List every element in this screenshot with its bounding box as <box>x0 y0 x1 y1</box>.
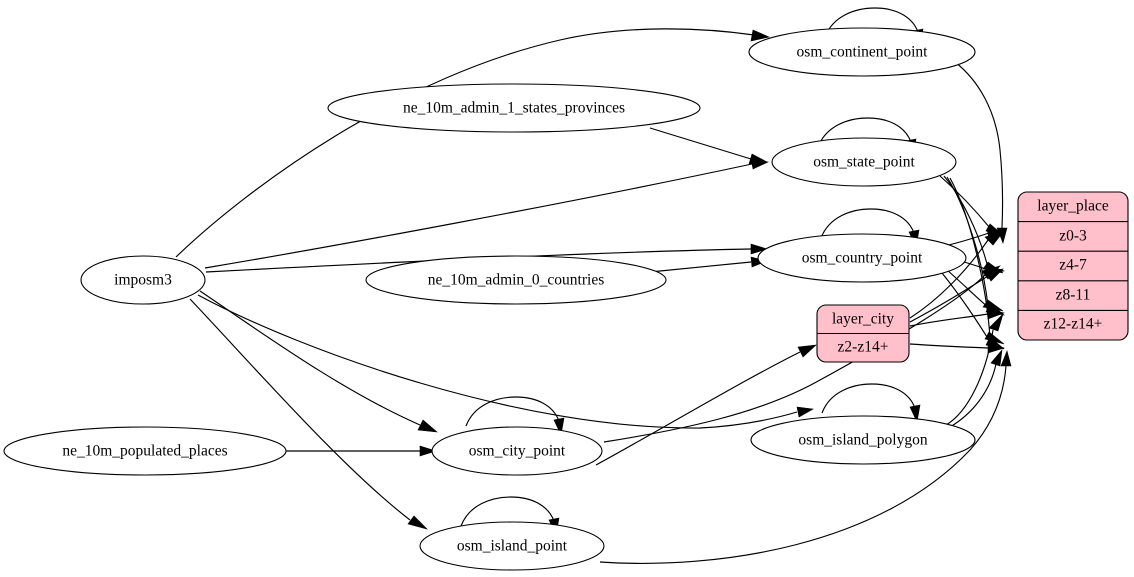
arrowhead <box>407 515 428 530</box>
node-osm-city-point-shape[interactable] <box>431 426 603 476</box>
node-osm-country-point-shape[interactable] <box>757 233 967 283</box>
arrowhead <box>981 265 1001 280</box>
node-ne-populated-shape[interactable] <box>3 426 287 476</box>
arrowhead <box>417 419 438 433</box>
edge-layer-city-to-layer-place-z8-11 <box>909 313 989 327</box>
edge-osm-country-point-to-layer-place-z8-11 <box>946 269 990 309</box>
edge-imposm3-to-osm-city-point <box>199 290 421 426</box>
edge-layer-city-to-layer-place-z0-3 <box>909 239 989 319</box>
arrowhead <box>990 349 1003 367</box>
edge-self-loop-osm-island-polygon <box>821 383 916 414</box>
edge-osm-state-point-to-layer-place-z8-11 <box>946 176 989 307</box>
node-osm-state-point[interactable]: osm_state_point <box>771 137 957 187</box>
edge-self-loop-osm-island-point <box>460 496 555 527</box>
arrowhead <box>796 406 814 418</box>
node-ne-10m-admin-1-states-provinces[interactable]: ne_10m_admin_1_states_provinces <box>327 83 701 133</box>
edge-osm-continent-point-to-layer-place-z0-3 <box>954 61 1004 229</box>
edge-osm-island-polygon-to-layer-place-z8-11 <box>945 329 994 426</box>
arrowhead <box>987 342 1006 354</box>
node-imposm3[interactable]: imposm3 <box>80 255 206 305</box>
edge-self-loop-osm-city-point <box>465 396 560 427</box>
node-ne-countries-shape[interactable] <box>365 255 667 305</box>
edge-osm-state-point-to-layer-place-z4-7 <box>943 175 989 269</box>
edge-imposm3-to-osm-continent-point <box>175 28 755 258</box>
node-layer-city[interactable]: layer_city z2-z14+ <box>816 304 910 363</box>
arrowhead <box>750 29 770 42</box>
edge-imposm3-to-osm-island-polygon <box>197 294 798 429</box>
node-osm-continent-point[interactable]: osm_continent_point <box>748 27 976 77</box>
arrowhead <box>984 231 1004 246</box>
edge-osm-country-point-to-layer-place-z12-z14 <box>941 272 991 343</box>
edge-osm-country-point-to-layer-place-z0-3 <box>943 232 990 247</box>
arrowhead <box>750 243 769 255</box>
arrowhead <box>748 153 768 165</box>
node-osm-state-point-shape[interactable] <box>771 137 957 187</box>
edge-self-loop-osm-continent-point <box>824 7 919 38</box>
edge-osm-city-point-to-layer-place-z12-z14 <box>603 274 986 443</box>
node-osm-island-polygon[interactable]: osm_island_polygon <box>750 415 976 465</box>
edge-self-loop-osm-state-point <box>817 117 912 148</box>
arrowhead <box>988 313 1004 332</box>
arrowhead <box>986 308 1006 320</box>
node-layer-place[interactable]: layer_place z0-3 z4-7 z8-11 z12-z14+ <box>1017 191 1129 341</box>
edge-osm-state-point-to-layer-place-z0-3 <box>939 175 991 229</box>
edge-imposm3-to-osm-state-point <box>204 163 753 269</box>
node-ne-states-shape[interactable] <box>327 83 701 133</box>
edge-layer-city-to-layer-place-z4-7 <box>909 275 989 323</box>
arrowhead <box>419 445 438 457</box>
node-layer: imposm3 ne_10m_admin_1_states_provinces … <box>3 27 1129 571</box>
node-osm-island-point-shape[interactable] <box>419 521 605 571</box>
node-osm-island-point[interactable]: osm_island_point <box>419 521 605 571</box>
node-osm-country-point[interactable]: osm_country_point <box>757 233 967 283</box>
edge-self-loop-osm-country-point <box>820 208 915 239</box>
edge-layer <box>175 7 1012 564</box>
node-osm-continent-point-shape[interactable] <box>748 27 976 77</box>
edge-into-layer-city <box>595 351 801 466</box>
edge-ne-countries-to-osm-country-point <box>649 261 752 273</box>
edge-layer-city-to-layer-place-z12-z14 <box>909 343 989 349</box>
arrowhead <box>797 344 817 358</box>
edge-ne-states-to-osm-state-point <box>649 127 752 160</box>
arrowhead <box>909 404 921 423</box>
node-layer-place-box[interactable] <box>1017 191 1129 341</box>
edge-imposm3-to-osm-island-point <box>189 298 411 521</box>
arrowhead <box>1000 350 1012 367</box>
node-imposm3-shape[interactable] <box>80 255 206 305</box>
edge-osm-island-point-to-layer-place-z12-z14 <box>599 365 1007 564</box>
edge-osm-state-point-to-layer-place-z12-z14 <box>949 177 991 339</box>
node-ne-10m-populated-places[interactable]: ne_10m_populated_places <box>3 426 287 476</box>
node-osm-island-polygon-shape[interactable] <box>750 415 976 465</box>
node-ne-10m-admin-0-countries[interactable]: ne_10m_admin_0_countries <box>365 255 667 305</box>
edge-osm-island-polygon-to-layer-place-z12-z14 <box>949 363 997 428</box>
node-osm-city-point[interactable]: osm_city_point <box>431 426 603 476</box>
